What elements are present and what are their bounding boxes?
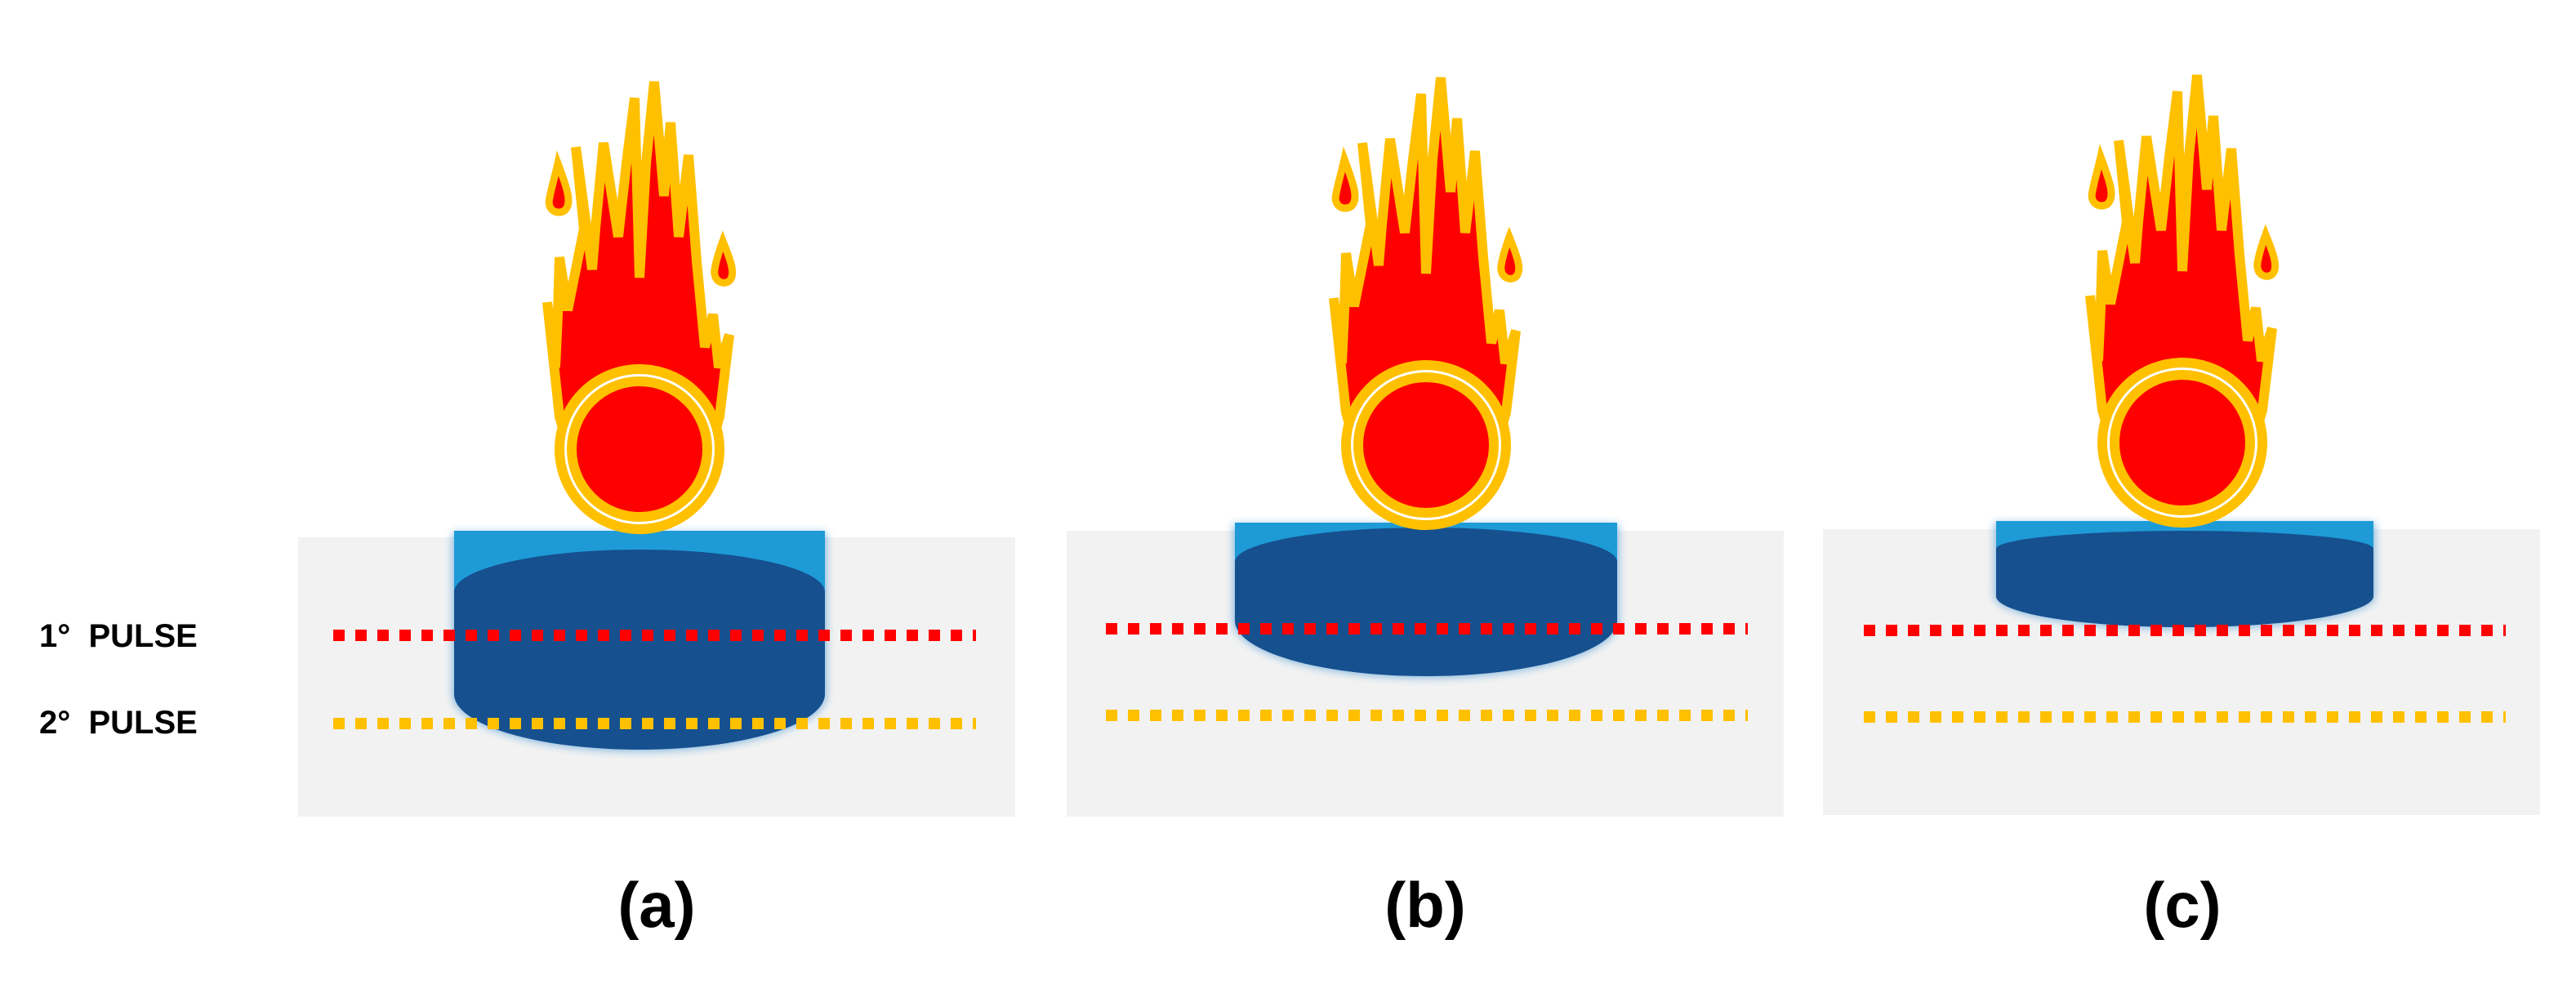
panel-caption: (b) bbox=[1384, 869, 1466, 941]
panel-caption: (c) bbox=[2143, 869, 2221, 941]
panel-c: (c) bbox=[1823, 75, 2540, 941]
panel-caption: (a) bbox=[617, 869, 695, 941]
liquid-pool bbox=[1233, 523, 1619, 678]
liquid-pool bbox=[452, 531, 827, 751]
panel-b: (b) bbox=[1067, 78, 1784, 941]
fireball-icon bbox=[2090, 75, 2275, 523]
liquid-pool bbox=[1994, 521, 2375, 629]
panel-a: (a) bbox=[298, 82, 1015, 941]
first-pulse-label: 1° PULSE bbox=[39, 618, 198, 654]
fireball-icon bbox=[547, 82, 733, 529]
fireball-icon bbox=[1334, 78, 1519, 525]
second-pulse-label: 2° PULSE bbox=[39, 705, 198, 741]
